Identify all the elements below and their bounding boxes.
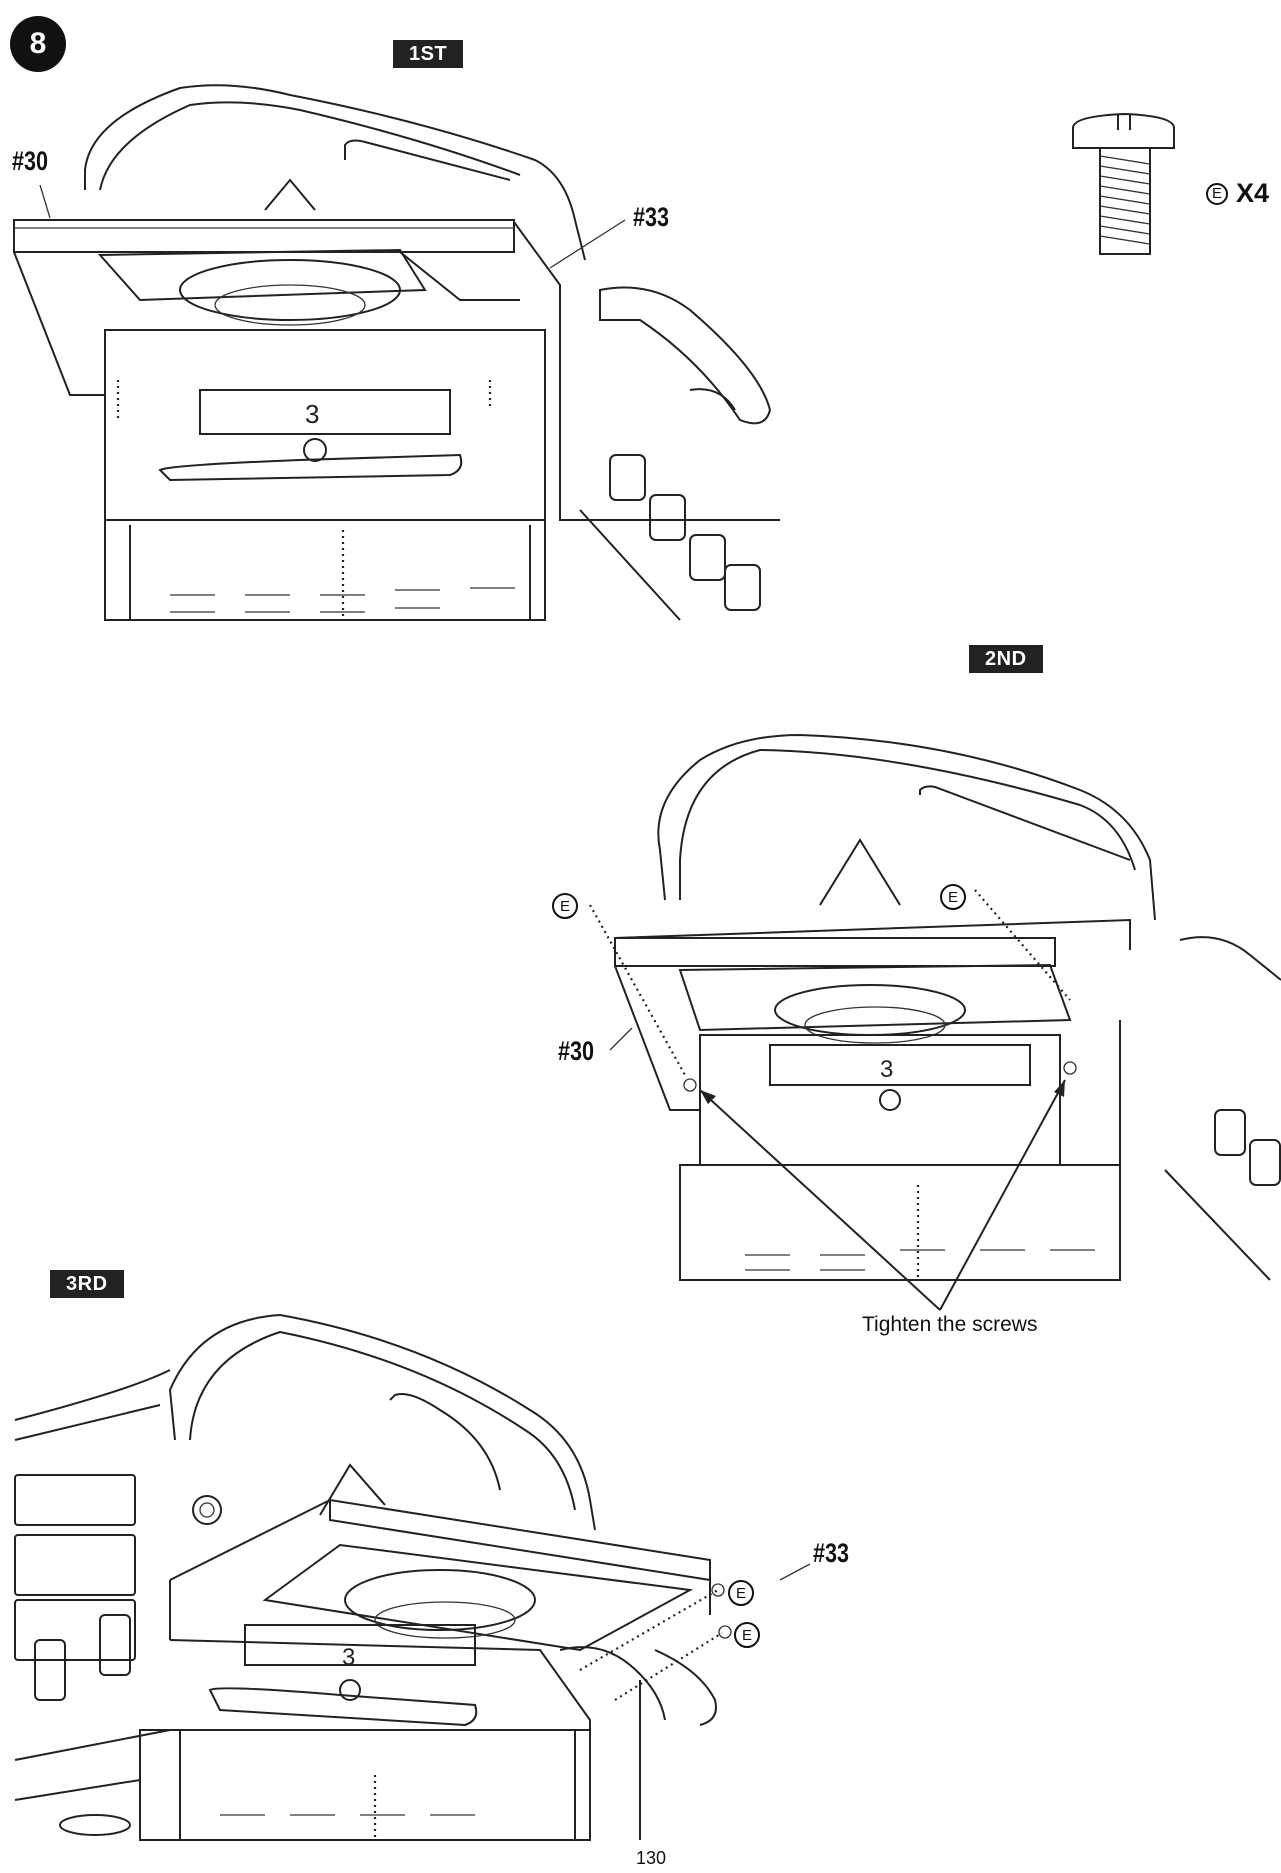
illustration-third: 3: [14, 1313, 811, 1841]
screw-callout-e-lower: E: [734, 1622, 760, 1648]
hardware-letter-icon: E: [1206, 182, 1228, 205]
step-number-badge: 8: [10, 16, 66, 72]
svg-text:3: 3: [880, 1056, 893, 1083]
screw-callout-e-left: E: [552, 893, 578, 919]
illustration-second: 3: [589, 733, 1281, 1311]
phase-label-second: 2ND: [969, 645, 1043, 673]
illustration-first: 3: [13, 84, 780, 621]
part-label-33-first: #33: [633, 202, 670, 232]
phase-label-first: 1ST: [393, 40, 464, 68]
pan-head-screw-icon: [1072, 112, 1175, 255]
screw-callout-e-right: E: [940, 884, 966, 910]
phase-label-third: 3RD: [50, 1270, 124, 1298]
part-label-30-first: #30: [12, 146, 49, 176]
part-label-30-second: #30: [558, 1036, 595, 1066]
hardware-quantity-label: E X4: [1206, 178, 1269, 209]
part-label-33-third: #33: [813, 1538, 850, 1568]
hardware-quantity: X4: [1236, 178, 1270, 208]
tighten-screws-note: Tighten the screws: [862, 1313, 1038, 1336]
svg-text:3: 3: [305, 399, 319, 429]
screw-callout-e-upper: E: [728, 1580, 754, 1606]
svg-text:3: 3: [342, 1644, 355, 1671]
page-number: 130: [636, 1848, 667, 1868]
